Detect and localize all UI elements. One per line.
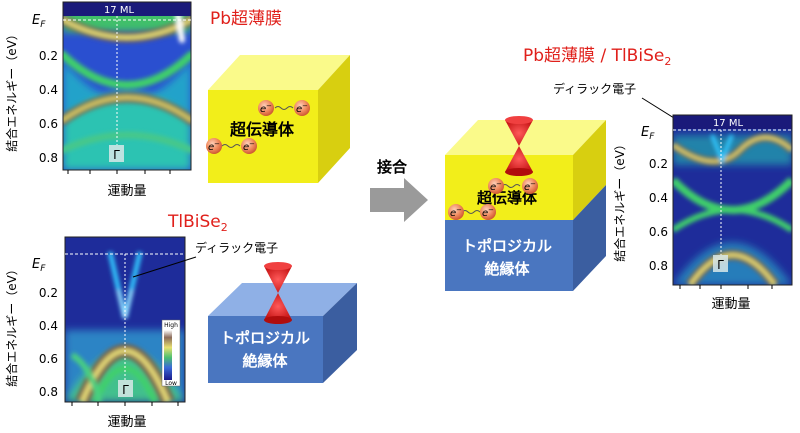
block-side-face: [573, 185, 606, 291]
panel-frame: [672, 114, 793, 286]
colorbar-icon: High Low: [161, 319, 181, 387]
colorbar-high-label: High: [164, 322, 178, 329]
y-tick-labels: 0.2 0.4 0.6 0.8: [649, 157, 668, 273]
block-side-face: [323, 283, 357, 383]
gamma-label: Γ: [717, 258, 724, 272]
insulator-label-line1: トポロジカル: [220, 329, 310, 347]
svg-text:e−: e−: [243, 140, 255, 153]
block-top-face: [208, 55, 350, 90]
superconductor-label: 超伝導体: [476, 189, 538, 207]
x-ticks: [679, 285, 773, 289]
panel-frame: [62, 1, 192, 171]
y-tick-labels: 0.2 0.4 0.6 0.8: [39, 49, 58, 165]
y-tick: 0.6: [39, 352, 58, 366]
superconductor-block: 超伝導体 e− e− e− e−: [206, 55, 350, 183]
x-ticks: [67, 170, 171, 174]
electron-icon: e−: [294, 100, 310, 116]
arpes-panel-combined: 17 ML Γ EF 0.2 0.4 0.6 0.8 結合エネルギー（eV） 運…: [612, 114, 793, 312]
tlbise2-title: TlBiSe2: [167, 212, 228, 234]
insulator-label-line2: 絶縁体: [484, 260, 530, 278]
cooper-pair-bond: [274, 106, 294, 110]
junction-label: 接合: [377, 158, 408, 176]
x-axis-label: 運動量: [107, 415, 146, 430]
cooper-pair-bond: [221, 144, 241, 148]
y-tick-labels: 0.2 0.4 0.6 0.8: [39, 286, 58, 399]
combined-title: Pb超薄膜 / TlBiSe2: [523, 46, 671, 68]
electron-icon: e−: [522, 178, 538, 194]
svg-text:e−: e−: [260, 102, 272, 115]
svg-text:e−: e−: [296, 102, 308, 115]
gamma-marker-bg: [713, 255, 728, 272]
ef-label: EF: [641, 125, 655, 142]
electron-icon: e−: [241, 138, 257, 154]
svg-text:e−: e−: [208, 140, 220, 153]
arpes-panel-pb: 17 ML Γ EF 0.2 0.4 0.6 0.8 結合エネルギー（eV） 運…: [4, 1, 192, 199]
callout-line: [132, 256, 197, 278]
dirac-electron-label: ディラック電子: [195, 240, 278, 255]
arrow-right-icon: [370, 178, 428, 222]
x-axis-label: 運動量: [711, 297, 750, 312]
y-tick: 0.8: [649, 259, 668, 273]
x-ticks: [71, 402, 179, 406]
thickness-label: 17 ML: [713, 118, 744, 129]
block-front-face: [208, 316, 323, 383]
x-axis-label: 運動量: [107, 184, 146, 199]
block-top-face: [445, 120, 606, 155]
y-axis-label: 結合エネルギー（eV）: [4, 263, 19, 387]
dirac-cone-icon: [264, 262, 292, 324]
y-tick: 0.2: [649, 157, 668, 171]
cooper-pair-bond: [461, 210, 481, 214]
electron-icon: e−: [258, 100, 274, 116]
pb-film-title: Pb超薄膜: [210, 9, 282, 29]
y-tick: 0.4: [39, 319, 58, 333]
electron-icon: e−: [206, 138, 222, 154]
y-tick: 0.6: [649, 225, 668, 239]
y-tick: 0.4: [39, 83, 58, 97]
y-tick: 0.8: [39, 385, 58, 399]
block-side-face: [573, 120, 606, 220]
gamma-label: Γ: [122, 383, 129, 397]
dirac-electron-label: ディラック電子: [553, 81, 636, 96]
arpes-image-combined: [673, 115, 792, 285]
block-side-face: [318, 55, 350, 183]
topological-insulator-block: トポロジカル 絶縁体: [208, 262, 357, 383]
ef-label: EF: [32, 13, 46, 30]
svg-text:e−: e−: [482, 206, 494, 219]
arpes-image-pb: [63, 2, 191, 170]
gamma-marker-bg: [109, 145, 124, 162]
arpes-panel-tlbise2: Γ High Low EF 0.2 0.4 0.6 0.8 結合エネルギー（eV…: [4, 236, 186, 430]
dirac-cone-icon: [505, 116, 533, 176]
insulator-layer: [445, 220, 573, 291]
svg-text:e−: e−: [450, 206, 462, 219]
svg-text:e−: e−: [524, 180, 536, 193]
y-tick: 0.8: [39, 151, 58, 165]
y-tick: 0.2: [39, 49, 58, 63]
y-tick: 0.2: [39, 286, 58, 300]
insulator-label-line2: 絶縁体: [242, 352, 288, 370]
y-tick: 0.4: [649, 191, 668, 205]
electron-icon: e−: [448, 204, 464, 220]
thickness-label: 17 ML: [104, 5, 135, 16]
ef-label: EF: [32, 257, 46, 274]
insulator-label-line1: トポロジカル: [462, 237, 552, 255]
svg-text:e−: e−: [490, 180, 502, 193]
superconductor-label: 超伝導体: [229, 120, 295, 139]
block-top-face: [208, 283, 357, 316]
y-tick: 0.6: [39, 117, 58, 131]
gamma-label: Γ: [113, 148, 120, 162]
colorbar-low-label: Low: [165, 380, 177, 387]
electron-icon: e−: [480, 204, 496, 220]
cooper-pair-bond: [501, 184, 521, 188]
gamma-marker-bg: [118, 380, 133, 397]
y-axis-label: 結合エネルギー（eV）: [4, 28, 19, 152]
electron-icon: e−: [488, 178, 504, 194]
heterostructure-block: 超伝導体 トポロジカル 絶縁体 e− e− e− e−: [445, 116, 606, 291]
y-axis-label: 結合エネルギー（eV）: [612, 138, 627, 262]
